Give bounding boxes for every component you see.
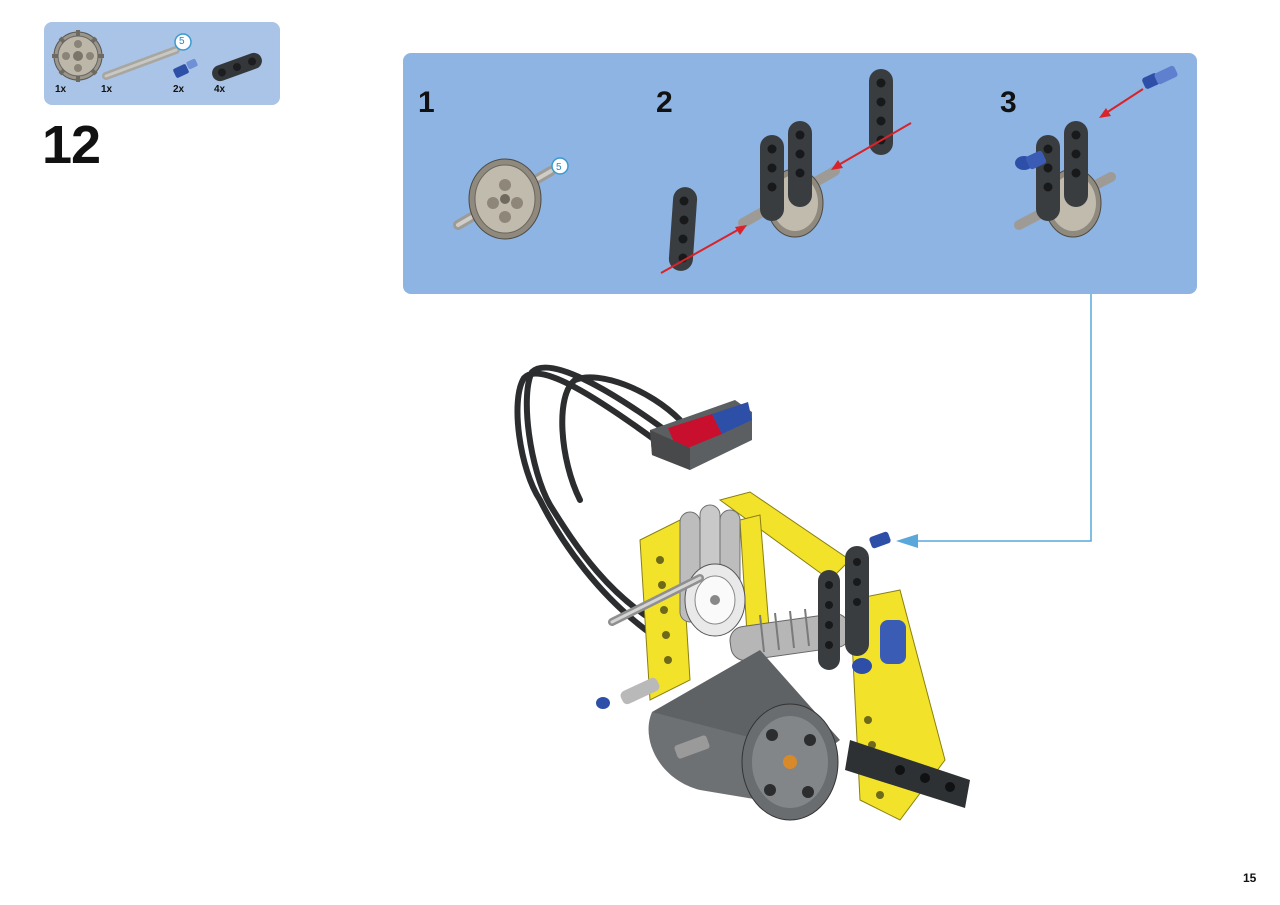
substep1-badge-icon xyxy=(551,157,569,175)
motor-connector-icon xyxy=(650,400,752,470)
page-number: 15 xyxy=(1243,871,1257,885)
beam-qty: 4x xyxy=(214,84,226,95)
axle-length-badge: 5 xyxy=(179,36,185,47)
substep2-assembly-icon xyxy=(660,69,912,274)
substep-label-2: 2 xyxy=(656,86,673,119)
length-badge-icon xyxy=(174,33,192,51)
cable-icon xyxy=(514,364,683,643)
substep3-assembly-icon xyxy=(1014,65,1178,238)
step-number: 12 xyxy=(42,115,101,175)
beam-part-icon xyxy=(212,52,262,82)
subassembly-illustration: 5 xyxy=(453,65,1178,274)
parts-list-illustration xyxy=(52,30,262,82)
blue-pin-part-icon xyxy=(173,58,198,78)
pin-qty: 2x xyxy=(173,84,185,95)
callout-arrowhead-icon xyxy=(896,534,918,548)
axle-qty: 1x xyxy=(101,84,113,95)
parts-list-box: 1x 1x 2x 4x 5 xyxy=(44,22,280,105)
substep1-badge: 5 xyxy=(556,162,562,173)
callout-connector-line xyxy=(918,294,1092,542)
black-beam-icon xyxy=(845,740,970,808)
blue-pin-icon xyxy=(596,677,660,709)
new-dark-beams-icon xyxy=(818,531,906,674)
substep-label-1: 1 xyxy=(418,86,435,119)
gear-qty: 1x xyxy=(55,84,67,95)
white-gear-icon xyxy=(684,563,746,637)
substep-label-3: 3 xyxy=(1000,86,1017,119)
substep1-gear-on-axle-icon xyxy=(453,157,569,240)
gear-part-icon xyxy=(52,30,104,82)
subassembly-panel: 1 2 3 5 xyxy=(403,53,1197,294)
motor-icon xyxy=(648,650,840,821)
